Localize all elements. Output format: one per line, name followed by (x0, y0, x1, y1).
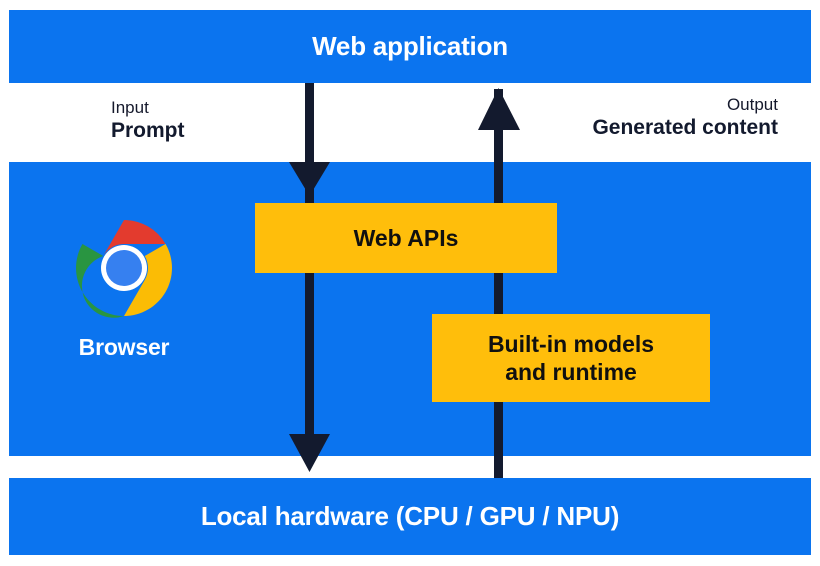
box-builtin-models: Built-in models and runtime (432, 314, 710, 402)
box-web-apis-label: Web APIs (353, 224, 459, 251)
chrome-logo-icon (76, 220, 172, 318)
input-kind-label: Input (111, 98, 149, 117)
band-local-hardware: Local hardware (CPU / GPU / NPU) (9, 478, 811, 555)
input-value-label: Prompt (111, 119, 185, 143)
band-local-hardware-label: Local hardware (CPU / GPU / NPU) (200, 501, 620, 531)
box-builtin-models-label: Built-in models and runtime (487, 330, 655, 385)
band-web-application-label: Web application (312, 31, 508, 61)
output-annotation: Output Generated content (592, 95, 778, 141)
box-web-apis: Web APIs (255, 203, 557, 273)
input-annotation: Input Prompt (111, 98, 185, 144)
output-kind-label: Output (726, 95, 778, 114)
browser-label: Browser (78, 334, 170, 360)
browser-mark: Browser (53, 218, 195, 361)
output-value-label: Generated content (592, 116, 778, 140)
band-web-application: Web application (9, 10, 811, 83)
